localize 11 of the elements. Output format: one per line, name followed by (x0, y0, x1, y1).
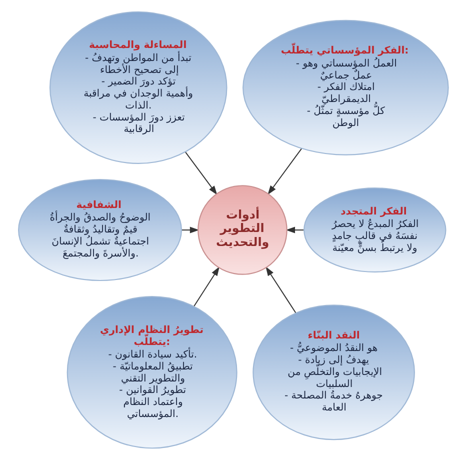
arrow (193, 266, 220, 307)
arrow (184, 152, 218, 196)
node-ellipse: الشفافية الوضوحُ والصدقُ والجرأةُ قيمٌ وتقاليدُ وثقافةٌ اجتماعيةٌ تشملُ الإنسانَ والأسرةَ والمجتمعَ. (18, 178, 182, 282)
node-ellipse: المساءلة والمحاسبة - تبدأ من المواطن وتهدفُ إلى تصحيح الأخطاء - تؤكد دورَ الضمير وأهمية الوجدان في مراقبة الذات. - تعزز دورَ المؤسسات الرقابية (49, 11, 228, 164)
node-ellipse: تطويرُ النظام الإداري يتطلّب: - تأكيد سيادة القانون. - تطبيقُ المعلوماتيّة والتطوير التقني - تطويرُ القوانين واعتماد النظام المؤسساتي. (66, 296, 238, 449)
node-ellipse: الفكر المتجدد الفكرُ المبدعُ لا يحصرُ نفسَهُ في قالبٍ جامدٍ ولا يرتبطُ بسنٍّ معيّنة (304, 188, 446, 272)
node-ellipse: الفكر المؤسساتي يتطلّب: - العملُ المؤسساتي وهو عملٌ جماعيٌ - امتلاك الفكر الديمقراطيّ - كلُّ مؤسسةٍ تمثّلُ الوطن (242, 20, 449, 156)
arrow (266, 266, 296, 314)
arrow (286, 226, 304, 234)
arrow (268, 148, 302, 195)
node-ellipse: النقد البنّاء - هو النقدُ الموضوعيُّ - يهدفُ إلى زيادة الإيجابيات والتخلّصِ من السلبيات - جوهرهُ خدمةُ المصلحة العامة (252, 304, 415, 440)
